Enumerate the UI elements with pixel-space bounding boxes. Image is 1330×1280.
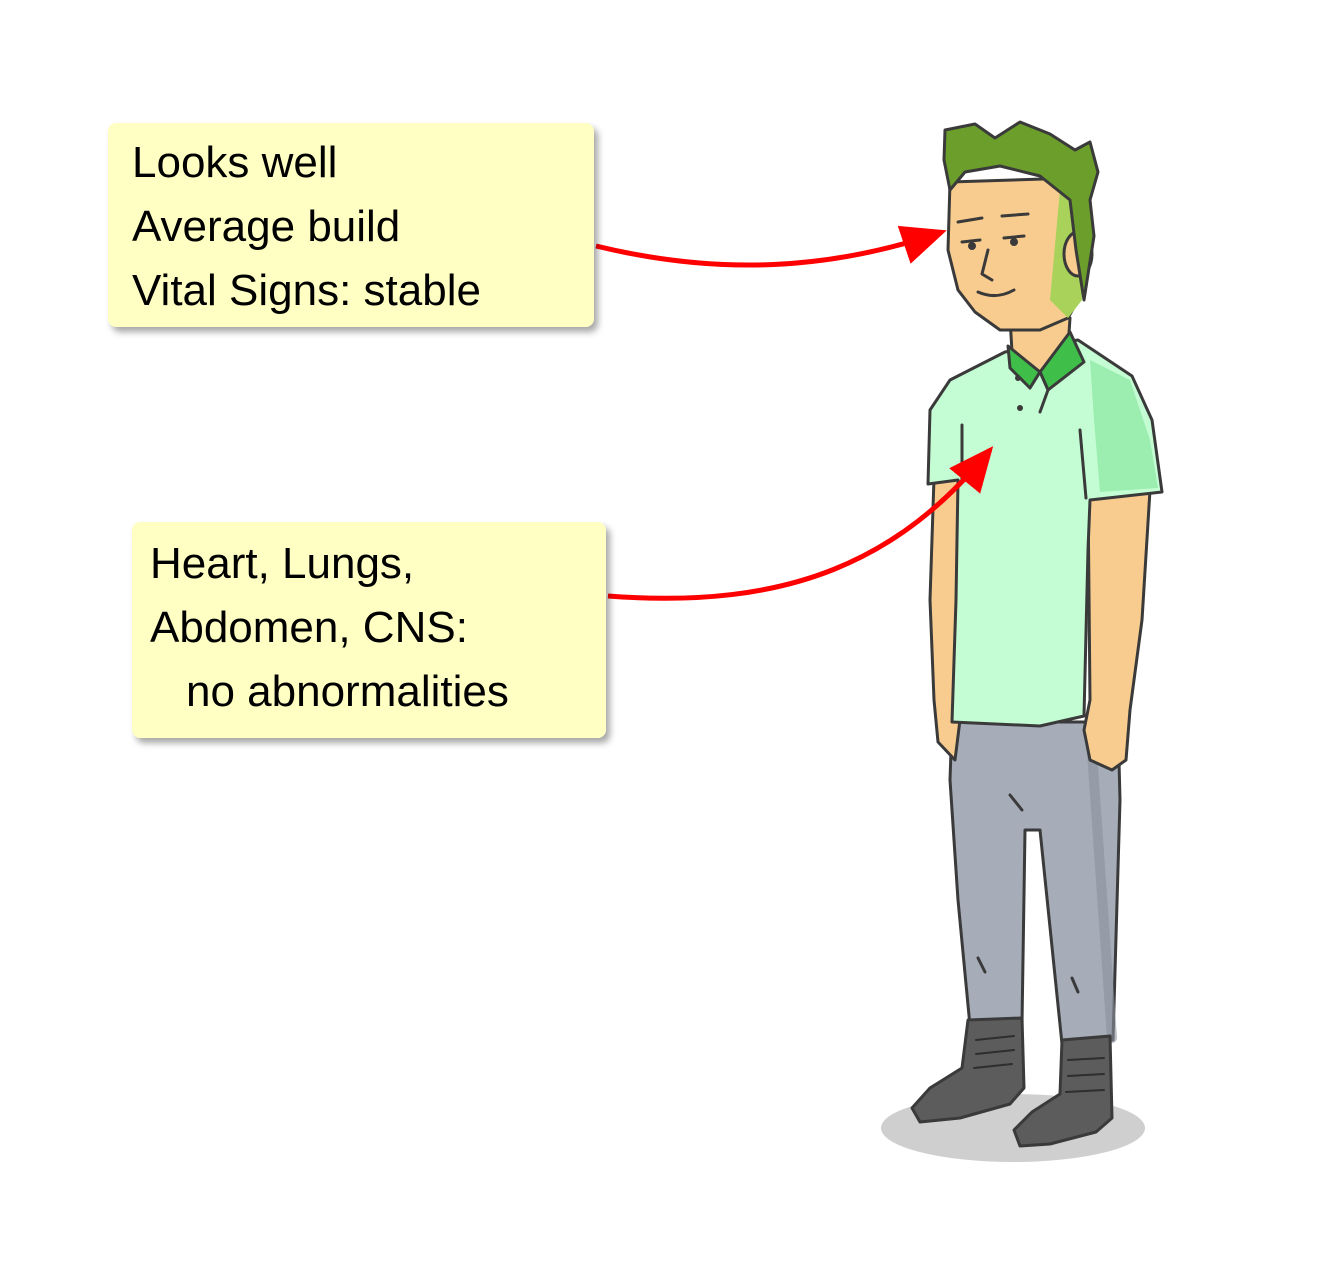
note-line: Looks well (132, 138, 338, 187)
general-findings-note: Looks well Average build Vital Signs: st… (108, 123, 594, 327)
right-arm (1082, 488, 1152, 772)
note-line: Vital Signs: stable (132, 266, 481, 315)
standing-person-illustration (881, 120, 1164, 1162)
note-line: Average build (132, 202, 401, 251)
hair (942, 120, 1100, 302)
note-line: no abnormalities (186, 667, 509, 716)
note-line: Abdomen, CNS: (150, 603, 468, 652)
callout-arrow-head (595, 225, 947, 268)
note-line: Heart, Lungs, (150, 539, 415, 588)
left-boot (910, 1016, 1026, 1124)
systems-findings-note: Heart, Lungs, Abdomen, CNS: no abnormali… (132, 522, 606, 738)
right-boot (1012, 1034, 1114, 1148)
callout-arrow-chest (607, 446, 994, 601)
pants (948, 720, 1122, 1046)
